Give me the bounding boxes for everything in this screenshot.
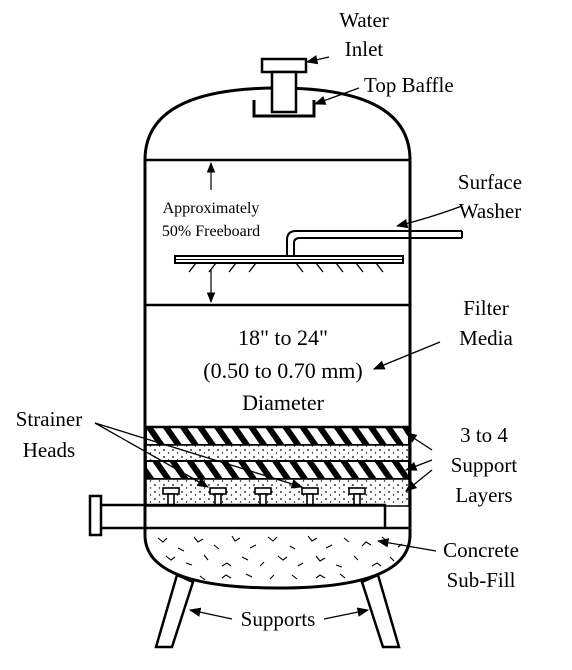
support-layers xyxy=(145,425,410,507)
surface-washer-label-line1: Surface xyxy=(458,170,522,194)
media-spec-line1: 18" to 24" xyxy=(238,325,328,350)
filter-media-label-line2: Media xyxy=(459,326,513,350)
concrete-label-line1: Concrete xyxy=(443,538,519,562)
water-inlet-pipe xyxy=(252,57,316,118)
concrete-subfill xyxy=(145,526,410,581)
strainer-heads-label-line1: Strainer xyxy=(16,407,82,431)
support-layers-label-line1: 3 to 4 xyxy=(460,423,508,447)
freeboard-label-line1: Approximately xyxy=(163,200,260,217)
surface-washer xyxy=(174,230,463,273)
leader-arrows xyxy=(94,55,463,620)
water-inlet-label-line2: Inlet xyxy=(345,37,384,61)
water-inlet-label-line1: Water xyxy=(339,8,389,32)
filter-media-label-line1: Filter xyxy=(463,296,509,320)
outlet-pipe xyxy=(88,494,387,537)
support-layers-label-line3: Layers xyxy=(455,483,512,507)
surface-washer-label-line2: Washer xyxy=(459,199,521,223)
media-spec-line2: (0.50 to 0.70 mm) xyxy=(203,358,363,383)
concrete-label-line2: Sub-Fill xyxy=(447,568,516,592)
freeboard-label-line2: 50% Freeboard xyxy=(162,223,260,240)
support-layers-label-line2: Support xyxy=(451,453,518,477)
support-legs xyxy=(154,573,401,649)
media-spec-line3: Diameter xyxy=(242,390,325,415)
strainer-heads xyxy=(162,487,366,506)
top-baffle-label: Top Baffle xyxy=(364,73,454,97)
strainer-heads-label-line2: Heads xyxy=(23,438,75,462)
supports-label: Supports xyxy=(241,607,316,631)
